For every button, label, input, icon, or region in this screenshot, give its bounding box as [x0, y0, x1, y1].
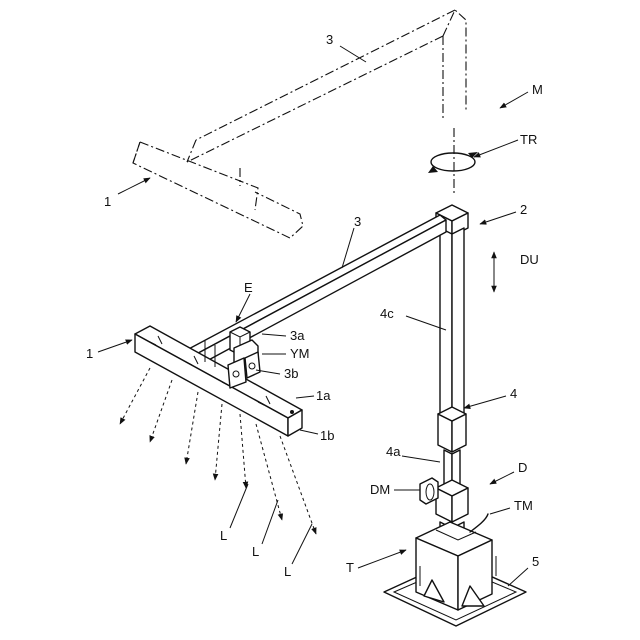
label-3-upper: 3	[326, 32, 333, 47]
rotation-arrow-icon	[428, 152, 478, 173]
mast-assembly	[436, 205, 468, 490]
mount-bracket-e	[228, 327, 260, 388]
label-l-3: L	[284, 564, 291, 579]
label-2: 2	[520, 202, 527, 217]
label-1a: 1a	[316, 388, 331, 403]
label-4c: 4c	[380, 306, 394, 321]
ghost-arm-position	[133, 10, 466, 238]
label-tm: TM	[514, 498, 533, 513]
label-ym: YM	[290, 346, 310, 361]
label-l-2: L	[252, 544, 259, 559]
label-1b: 1b	[320, 428, 334, 443]
horizontal-arm	[183, 215, 446, 370]
label-d: D	[518, 460, 527, 475]
label-3a: 3a	[290, 328, 305, 343]
label-l-1: L	[220, 528, 227, 543]
label-1-lower: 1	[86, 346, 93, 361]
label-e: E	[244, 280, 253, 295]
label-du: DU	[520, 252, 539, 267]
label-5: 5	[532, 554, 539, 569]
label-4: 4	[510, 386, 517, 401]
label-3-lower: 3	[354, 214, 361, 229]
labels: M TR 2 3 1 3 DU E 1 3a YM 3b 4c 4 1a 1b …	[86, 32, 543, 579]
label-tr: TR	[520, 132, 537, 147]
label-dm: DM	[370, 482, 390, 497]
label-1-upper: 1	[104, 194, 111, 209]
label-3b: 3b	[284, 366, 298, 381]
label-4a: 4a	[386, 444, 401, 459]
label-m: M	[532, 82, 543, 97]
base-stand	[384, 514, 526, 626]
label-t: T	[346, 560, 354, 575]
